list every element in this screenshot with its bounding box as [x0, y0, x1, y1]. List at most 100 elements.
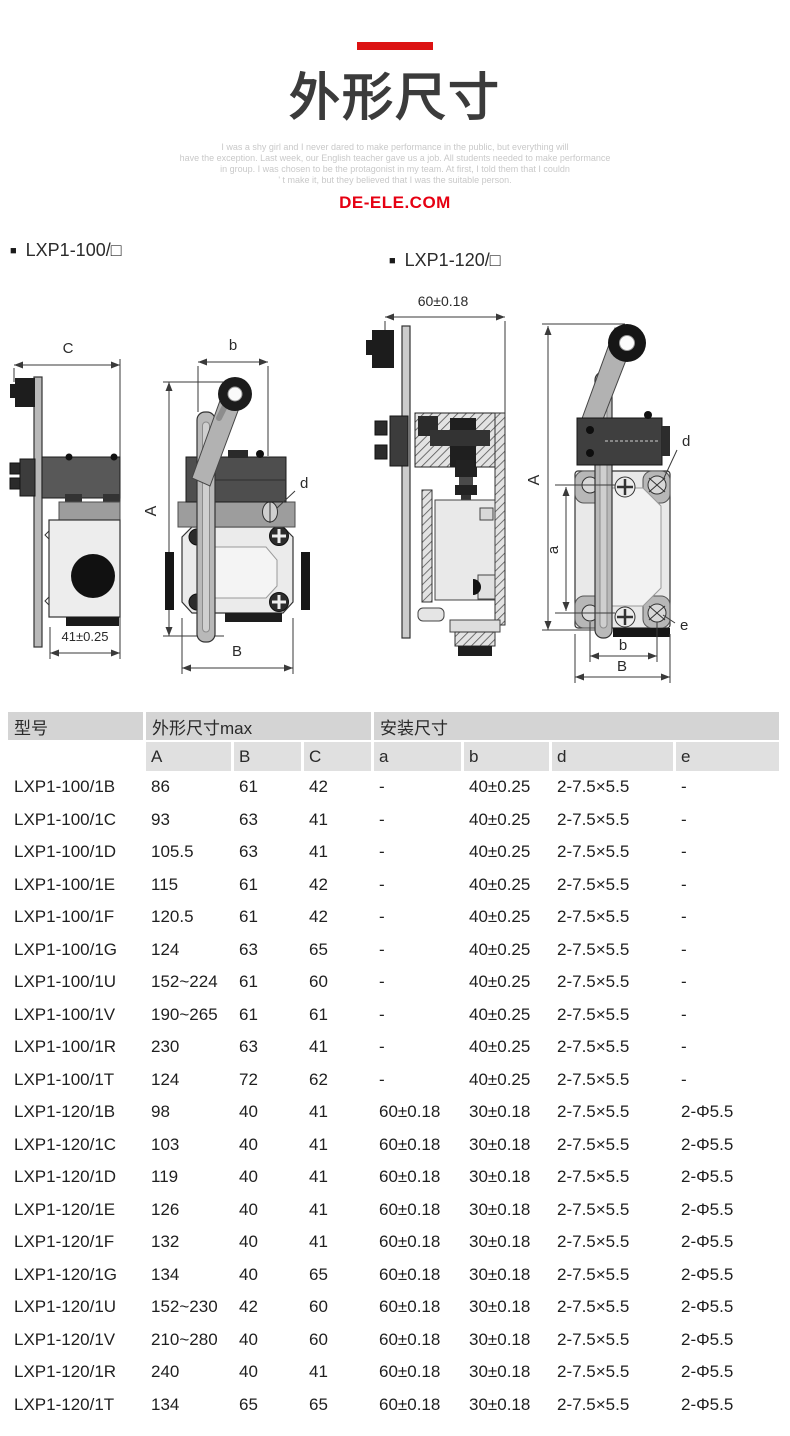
value-cell: 30±0.18 [469, 1297, 531, 1317]
value-cell: 30±0.18 [469, 1362, 531, 1382]
value-cell: 2-7.5×5.5 [557, 777, 630, 797]
value-cell: 60 [309, 1329, 328, 1349]
model-cell: LXP1-120/1F [14, 1232, 115, 1252]
value-cell: 40±0.25 [469, 1037, 531, 1057]
value-cell: 126 [151, 1199, 180, 1219]
header-col-b: b [464, 742, 552, 771]
value-cell: 124 [151, 1069, 180, 1089]
value-cell: 2-7.5×5.5 [557, 939, 630, 959]
model-cell: LXP1-100/1E [14, 874, 116, 894]
value-cell: - [681, 1037, 687, 1057]
value-cell: - [681, 972, 687, 992]
model-cell: LXP1-100/1V [14, 1004, 116, 1024]
model-cell: LXP1-120/1V [14, 1329, 116, 1349]
value-cell: 2-Φ5.5 [681, 1394, 734, 1414]
value-cell: 63 [239, 1037, 258, 1057]
value-cell: 2-Φ5.5 [681, 1102, 734, 1122]
value-cell: 30±0.18 [469, 1102, 531, 1122]
value-cell: 124 [151, 939, 180, 959]
value-cell: 2-7.5×5.5 [557, 1199, 630, 1219]
value-cell: - [681, 842, 687, 862]
value-cell: 2-7.5×5.5 [557, 1264, 630, 1284]
value-cell: - [379, 972, 385, 992]
dim-label-d: d [682, 433, 690, 450]
value-cell: 2-7.5×5.5 [557, 842, 630, 862]
value-cell: - [681, 809, 687, 829]
value-cell: 2-7.5×5.5 [557, 1329, 630, 1349]
value-cell: 41 [309, 842, 328, 862]
value-cell: 2-Φ5.5 [681, 1264, 734, 1284]
value-cell: 40 [239, 1199, 258, 1219]
value-cell: 2-7.5×5.5 [557, 972, 630, 992]
value-cell: 40 [239, 1102, 258, 1122]
value-cell: 60±0.18 [379, 1199, 441, 1219]
square-bullet-icon: ■ [10, 245, 17, 257]
value-cell: 134 [151, 1394, 180, 1414]
model-cell: LXP1-100/1G [14, 939, 118, 959]
watermark-line: in group. I was chosen to be the protago… [220, 164, 570, 174]
value-cell: 42 [309, 907, 328, 927]
header-col-e: e [676, 742, 779, 771]
drawing-lxp1-100-side-view: C 41±0.25 [9, 340, 121, 659]
value-cell: 40±0.25 [469, 939, 531, 959]
value-cell: 2-7.5×5.5 [557, 1004, 630, 1024]
model-cell: LXP1-120/1U [14, 1297, 117, 1317]
watermark-text: I was a shy girl and I never dared to ma… [0, 142, 790, 186]
value-cell: 230 [151, 1037, 180, 1057]
drawing-lxp1-120-front-view: A d [526, 323, 690, 683]
model-cell: LXP1-100/1T [14, 1069, 115, 1089]
header-mount-dims: 安装尺寸 [374, 712, 779, 742]
table-group-header-row: 型号 外形尺寸max 安装尺寸 [8, 712, 779, 742]
value-cell: 2-7.5×5.5 [557, 874, 630, 894]
value-cell: 72 [239, 1069, 258, 1089]
model-cell: LXP1-120/1C [14, 1134, 117, 1154]
square-bullet-icon: ■ [389, 255, 396, 267]
value-cell: 42 [309, 874, 328, 894]
model-cell: LXP1-120/1T [14, 1394, 115, 1414]
value-cell: - [379, 907, 385, 927]
value-cell: 60±0.18 [379, 1264, 441, 1284]
model-cell: LXP1-100/1B [14, 777, 116, 797]
dim-label-d: d [300, 475, 308, 492]
value-cell: 42 [239, 1297, 258, 1317]
value-cell: 65 [239, 1394, 258, 1414]
value-cell: 190~265 [151, 1004, 218, 1024]
value-cell: 2-7.5×5.5 [557, 809, 630, 829]
value-cell: 61 [239, 972, 258, 992]
value-cell: 61 [239, 777, 258, 797]
value-cell: 134 [151, 1264, 180, 1284]
value-cell: 61 [309, 1004, 328, 1024]
value-cell: 2-7.5×5.5 [557, 1362, 630, 1382]
model-cell: LXP1-100/1F [14, 907, 115, 927]
value-cell: 40 [239, 1362, 258, 1382]
header-col-C: C [304, 742, 374, 771]
value-cell: 2-Φ5.5 [681, 1329, 734, 1349]
model-cell: LXP1-100/1R [14, 1037, 117, 1057]
value-cell: 60±0.18 [379, 1134, 441, 1154]
value-cell: 61 [239, 907, 258, 927]
value-cell: - [379, 1069, 385, 1089]
dim-label-A: A [526, 474, 543, 485]
value-cell: 61 [239, 1004, 258, 1024]
value-cell: 2-7.5×5.5 [557, 1167, 630, 1187]
value-cell: 41 [309, 809, 328, 829]
value-cell: 40±0.25 [469, 1069, 531, 1089]
header-col-blank [8, 742, 146, 771]
value-cell: 60 [309, 1297, 328, 1317]
value-cell: 2-Φ5.5 [681, 1134, 734, 1154]
dimensions-table: 型号 外形尺寸max 安装尺寸 A B C a b d e LXP1-100/1… [8, 712, 779, 1421]
value-cell: 152~230 [151, 1297, 218, 1317]
value-cell: - [681, 939, 687, 959]
value-cell: 93 [151, 809, 170, 829]
value-cell: - [379, 1004, 385, 1024]
